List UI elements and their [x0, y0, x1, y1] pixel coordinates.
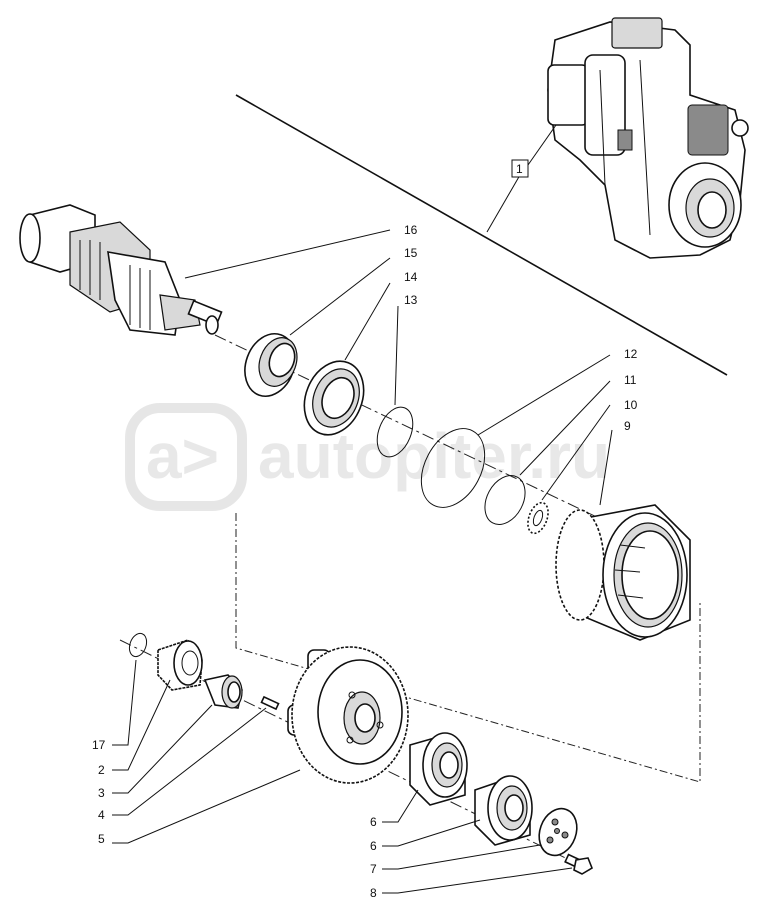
callout-6a[interactable]: 6 — [370, 815, 377, 829]
bushing-3[interactable] — [203, 674, 243, 709]
callout-9[interactable]: 9 — [624, 419, 631, 433]
leader-10 — [541, 404, 611, 501]
callout-11[interactable]: 11 — [624, 373, 637, 387]
callout-2[interactable]: 2 — [98, 763, 105, 777]
callout-14[interactable]: 14 — [404, 270, 418, 284]
callout-10[interactable]: 10 — [624, 398, 638, 412]
bearing-14[interactable] — [294, 352, 374, 443]
leader-15 — [289, 257, 391, 336]
pin-4[interactable] — [260, 695, 280, 711]
callout-3[interactable]: 3 — [98, 786, 105, 800]
callout-box-1 — [511, 159, 529, 178]
retaining-ring-11[interactable] — [477, 469, 533, 532]
leader-1 — [486, 174, 521, 233]
transmission-housing[interactable] — [547, 17, 749, 259]
leader-9 — [599, 429, 613, 506]
watermark: a> autopiter.ru — [125, 403, 610, 511]
spur-gear-5[interactable] — [287, 646, 409, 784]
toothed-washer-10[interactable] — [524, 500, 552, 536]
input-shaft[interactable] — [19, 204, 223, 336]
watermark-text: autopiter.ru — [258, 420, 610, 492]
leader-14 — [344, 282, 391, 361]
plate-7[interactable] — [533, 803, 583, 860]
leader-6a — [382, 789, 419, 823]
bearing-6b[interactable] — [474, 775, 533, 846]
leader-6b — [382, 819, 481, 847]
leader-4 — [112, 707, 267, 816]
section-line — [235, 94, 728, 376]
snap-ring-13[interactable] — [370, 402, 419, 462]
callout-5[interactable]: 5 — [98, 832, 105, 846]
callout-4[interactable]: 4 — [98, 808, 105, 822]
leader-5 — [112, 769, 301, 844]
pinion-gear-2[interactable] — [157, 639, 203, 691]
bolt-8[interactable] — [564, 853, 593, 875]
bearing-6a[interactable] — [409, 732, 468, 806]
leader-7 — [382, 844, 541, 870]
leader-2 — [112, 679, 171, 771]
leader-16 — [184, 229, 391, 279]
callout-7[interactable]: 7 — [370, 862, 377, 876]
callout-8[interactable]: 8 — [370, 886, 377, 900]
circlip-17[interactable] — [126, 631, 149, 659]
leader-17 — [112, 659, 137, 746]
leader-11 — [519, 380, 611, 476]
callout-13[interactable]: 13 — [404, 293, 418, 307]
leader-8 — [382, 867, 573, 894]
callout-1[interactable]: 1 — [516, 162, 523, 176]
callout-16[interactable]: 16 — [404, 223, 418, 237]
callout-6b[interactable]: 6 — [370, 839, 377, 853]
callout-12[interactable]: 12 — [624, 347, 638, 361]
leader-3 — [112, 704, 213, 794]
callout-17[interactable]: 17 — [92, 738, 106, 752]
leader-12 — [477, 354, 611, 436]
callout-15[interactable]: 15 — [404, 246, 418, 260]
large-snap-ring-12[interactable] — [409, 418, 498, 518]
seal-ring[interactable] — [237, 327, 304, 404]
leader-13 — [394, 305, 399, 406]
watermark-badge: a> — [146, 420, 219, 492]
ring-gear-9[interactable] — [555, 504, 691, 641]
